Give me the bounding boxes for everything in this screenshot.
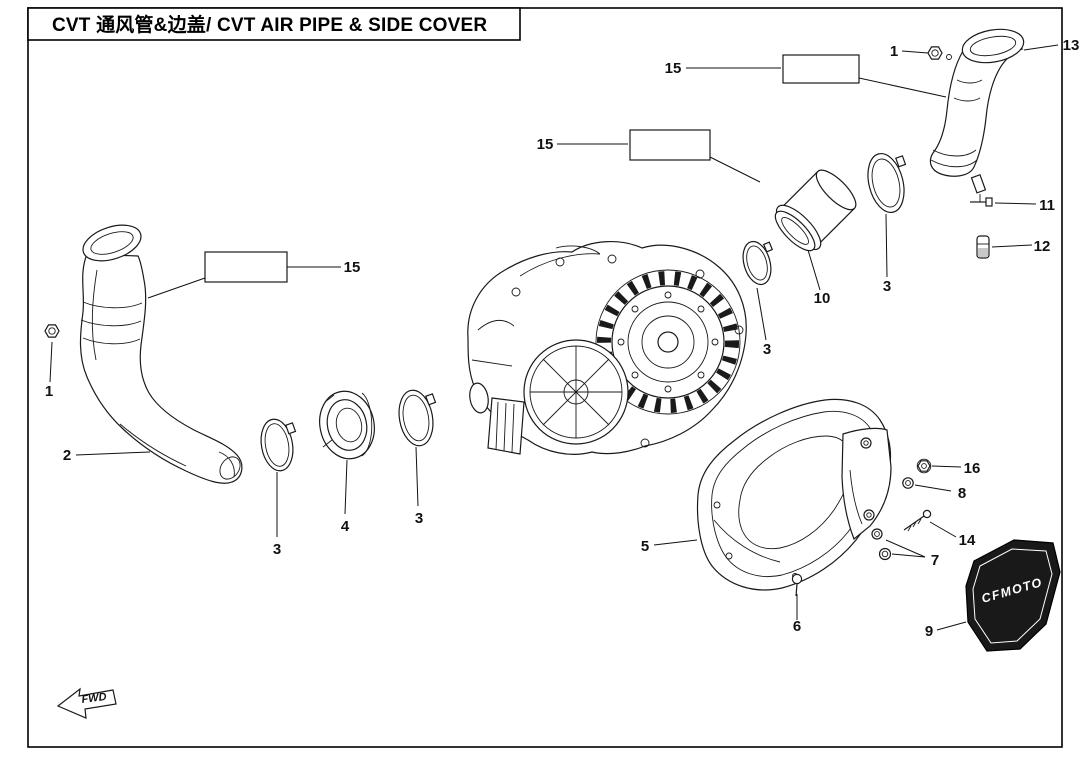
- callout-3-upper: 3: [763, 341, 771, 358]
- bolt-bottom-drawing: [791, 573, 803, 597]
- air-pipe-left-drawing: [79, 224, 243, 484]
- callout-15-top: 15: [665, 60, 682, 77]
- callout-12: 12: [1034, 238, 1051, 255]
- callout-11: 11: [1039, 197, 1055, 214]
- callout-2: 2: [63, 447, 71, 464]
- air-tube-drawing: [774, 169, 857, 252]
- blank-label-box: [629, 129, 711, 161]
- rubber-boot-drawing: [319, 390, 375, 460]
- page-title: CVT 通风管&边盖/ CVT AIR PIPE & SIDE COVER: [52, 13, 487, 36]
- callout-5: 5: [641, 538, 649, 555]
- callout-9: 9: [925, 623, 933, 640]
- bolt-upper-drawing: [902, 477, 914, 489]
- callout-10: 10: [814, 290, 831, 307]
- cvt-housing-drawing: [467, 241, 747, 455]
- callout-4: 4: [341, 518, 350, 535]
- callout-8: 8: [958, 485, 966, 502]
- air-pipe-right-drawing: [929, 28, 1025, 202]
- callout-15-left: 15: [344, 259, 361, 276]
- title-box: [27, 7, 521, 41]
- washers-drawing: [871, 528, 892, 561]
- clamp-upper-drawing: [742, 240, 774, 286]
- blank-label-box: [204, 251, 288, 283]
- callout-1-left: 1: [45, 383, 53, 400]
- fwd-arrow: FWD: [56, 687, 117, 719]
- callout-13: 13: [1063, 37, 1080, 54]
- damper-drawing: [976, 235, 990, 259]
- callout-16: 16: [964, 460, 981, 477]
- clamp-mid-drawing: [398, 389, 437, 447]
- callout-3-left: 3: [273, 541, 281, 558]
- fwd-label: FWD: [81, 691, 107, 706]
- clamp-left-drawing: [260, 418, 297, 472]
- callout-1-right: 1: [890, 43, 898, 60]
- blank-label-box: [782, 54, 860, 84]
- callout-labels: 1 2 3 4 3 3 3 5 6 7 8 9 10 11 12 13 14 1…: [45, 37, 1080, 640]
- callout-15-mid: 15: [537, 136, 554, 153]
- callout-3-mid: 3: [415, 510, 423, 527]
- callout-3-right: 3: [883, 278, 891, 295]
- nut-left-drawing: [44, 324, 60, 338]
- nut-right-drawing: [927, 46, 943, 60]
- callout-6: 6: [793, 618, 801, 635]
- pin-drawing: [970, 197, 993, 207]
- nut-cover-drawing: [916, 458, 932, 474]
- side-cover-drawing: [696, 398, 892, 591]
- brand-badge-drawing: CFMOTO: [965, 539, 1061, 652]
- callout-14: 14: [959, 532, 976, 549]
- screw-drawing: [903, 509, 932, 532]
- callout-7: 7: [931, 552, 939, 569]
- clamp-right-drawing: [867, 153, 907, 213]
- leader-lines: [49, 44, 1059, 631]
